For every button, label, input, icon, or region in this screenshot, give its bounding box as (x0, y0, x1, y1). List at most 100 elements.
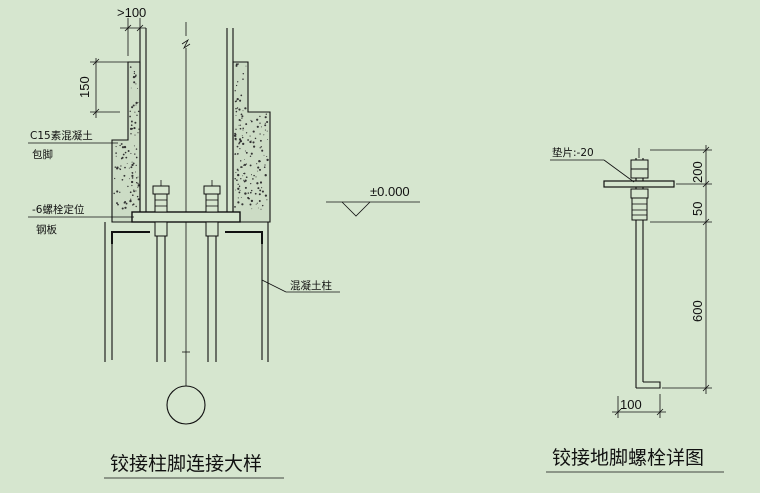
speckle-dot (114, 177, 116, 180)
speckle-dot (236, 97, 239, 101)
speckle-dot (128, 167, 130, 169)
speckle-dot (237, 63, 239, 65)
speckle-dot (137, 102, 139, 104)
speckle-dot (125, 156, 128, 159)
speckle-dot (238, 141, 241, 144)
speckle-dot (259, 133, 261, 135)
lock-nut (630, 168, 649, 179)
speckle-dot (137, 198, 140, 201)
speckle-dot (242, 136, 244, 139)
speckle-dot (131, 106, 134, 109)
concrete-speckle-pattern (113, 63, 269, 210)
speckle-dot (114, 166, 117, 168)
speckle-dot (237, 197, 239, 199)
speckle-dot (264, 174, 267, 177)
speckle-dot (235, 189, 236, 191)
speckle-dot (240, 178, 242, 180)
speckle-dot (250, 119, 252, 121)
speckle-dot (261, 190, 264, 193)
speckle-dot (245, 123, 248, 126)
speckle-dot (257, 187, 260, 190)
speckle-dot (240, 94, 243, 97)
speckle-dot (242, 129, 244, 131)
speckle-dot (250, 140, 252, 142)
speckle-dot (250, 174, 253, 176)
concrete-label: C15素混凝土 包脚 (28, 129, 118, 161)
speckle-dot (255, 176, 257, 178)
plate-label-line2: 钢板 (36, 223, 57, 236)
speckle-dot (249, 203, 252, 206)
speckle-dot (115, 146, 117, 148)
anchor-bolt-left (152, 180, 170, 362)
speckle-dot (137, 176, 139, 178)
anchor-bolt-detail: 垫片:-20 200 50 600 100 (546, 145, 724, 473)
speckle-dot (264, 122, 266, 124)
speckle-dot (121, 143, 123, 145)
speckle-dot (259, 122, 261, 124)
elevation-mark: ±0.000 (326, 184, 420, 217)
speckle-dot (135, 190, 137, 192)
speckle-dot (258, 193, 261, 196)
speckle-dot (263, 134, 265, 136)
speckle-dot (136, 186, 139, 188)
speckle-dot (265, 113, 267, 115)
speckle-dot (242, 142, 245, 146)
speckle-dot (237, 201, 240, 204)
concrete-label-line1: C15素混凝土 (30, 129, 93, 142)
speckle-dot (249, 135, 251, 137)
speckle-dot (245, 151, 248, 154)
speckle-dot (135, 164, 137, 166)
speckle-dot (242, 78, 244, 80)
speckle-dot (244, 192, 247, 195)
speckle-dot (117, 203, 119, 206)
speckle-dot (264, 116, 267, 119)
speckle-dot (260, 208, 262, 210)
speckle-dot (261, 204, 264, 207)
speckle-dot (133, 72, 136, 75)
speckle-dot (132, 162, 135, 165)
speckle-dot (135, 171, 137, 173)
speckle-dot (132, 104, 135, 107)
dim-gap-text: >100 (117, 5, 146, 20)
speckle-dot (133, 145, 135, 147)
speckle-dot (240, 196, 242, 198)
speckle-dot (259, 147, 261, 149)
speckle-dot (254, 137, 257, 140)
speckle-dot (266, 155, 268, 158)
speckle-dot (136, 114, 138, 116)
speckle-dot (131, 184, 133, 187)
dim-hook-text: 100 (620, 397, 642, 412)
speckle-dot (132, 194, 134, 196)
speckle-dot (119, 168, 121, 169)
speckle-dot (134, 111, 136, 113)
speckle-dot (253, 174, 255, 177)
speckle-dot (132, 75, 136, 79)
speckle-dot (135, 101, 138, 105)
speckle-dot (235, 84, 238, 87)
speckle-dot (116, 166, 119, 169)
speckle-dot (242, 172, 245, 175)
speckle-dot (239, 139, 242, 142)
speckle-dot (266, 130, 268, 132)
speckle-dot (129, 199, 132, 203)
dim-top-text: 200 (690, 161, 705, 183)
speckle-dot (238, 191, 241, 194)
speckle-dot (258, 200, 261, 202)
speckle-dot (135, 83, 137, 85)
speckle-dot (251, 208, 253, 210)
speckle-dot (266, 158, 269, 162)
concrete-encasement (111, 61, 141, 223)
speckle-dot (243, 180, 246, 183)
dim-bottom-text: 600 (690, 300, 705, 322)
speckle-dot (238, 143, 240, 145)
speckle-dot (135, 74, 137, 76)
speckle-dot (257, 166, 260, 169)
speckle-dot (116, 190, 119, 193)
bottom-nut (630, 188, 649, 199)
speckle-dot (242, 127, 244, 130)
speckle-dot (242, 72, 245, 75)
speckle-dot (245, 163, 248, 165)
speckle-dot (131, 161, 133, 163)
speckle-dot (235, 107, 237, 110)
speckle-dot (131, 163, 134, 167)
